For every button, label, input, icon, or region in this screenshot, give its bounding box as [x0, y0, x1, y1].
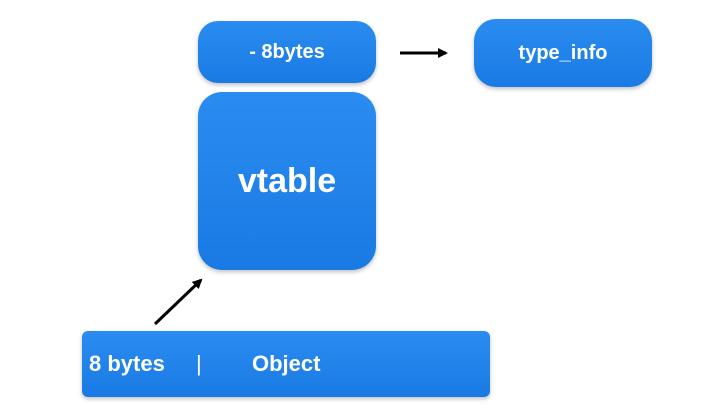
object-size-label: 8 bytes: [89, 351, 165, 376]
offset-label: - 8bytes: [249, 40, 325, 63]
vtable-box: vtable: [198, 92, 376, 270]
object-box: 8 bytes | Object: [82, 331, 490, 397]
vtable-label: vtable: [237, 161, 337, 200]
offset-8bytes-box: - 8bytes: [198, 21, 376, 83]
type-info-label: type_info: [518, 41, 608, 64]
object-label: Object: [252, 351, 321, 376]
type-info-box: type_info: [474, 19, 652, 87]
object-divider: |: [196, 351, 202, 376]
arrow-object-to-vtable: [153, 278, 203, 326]
